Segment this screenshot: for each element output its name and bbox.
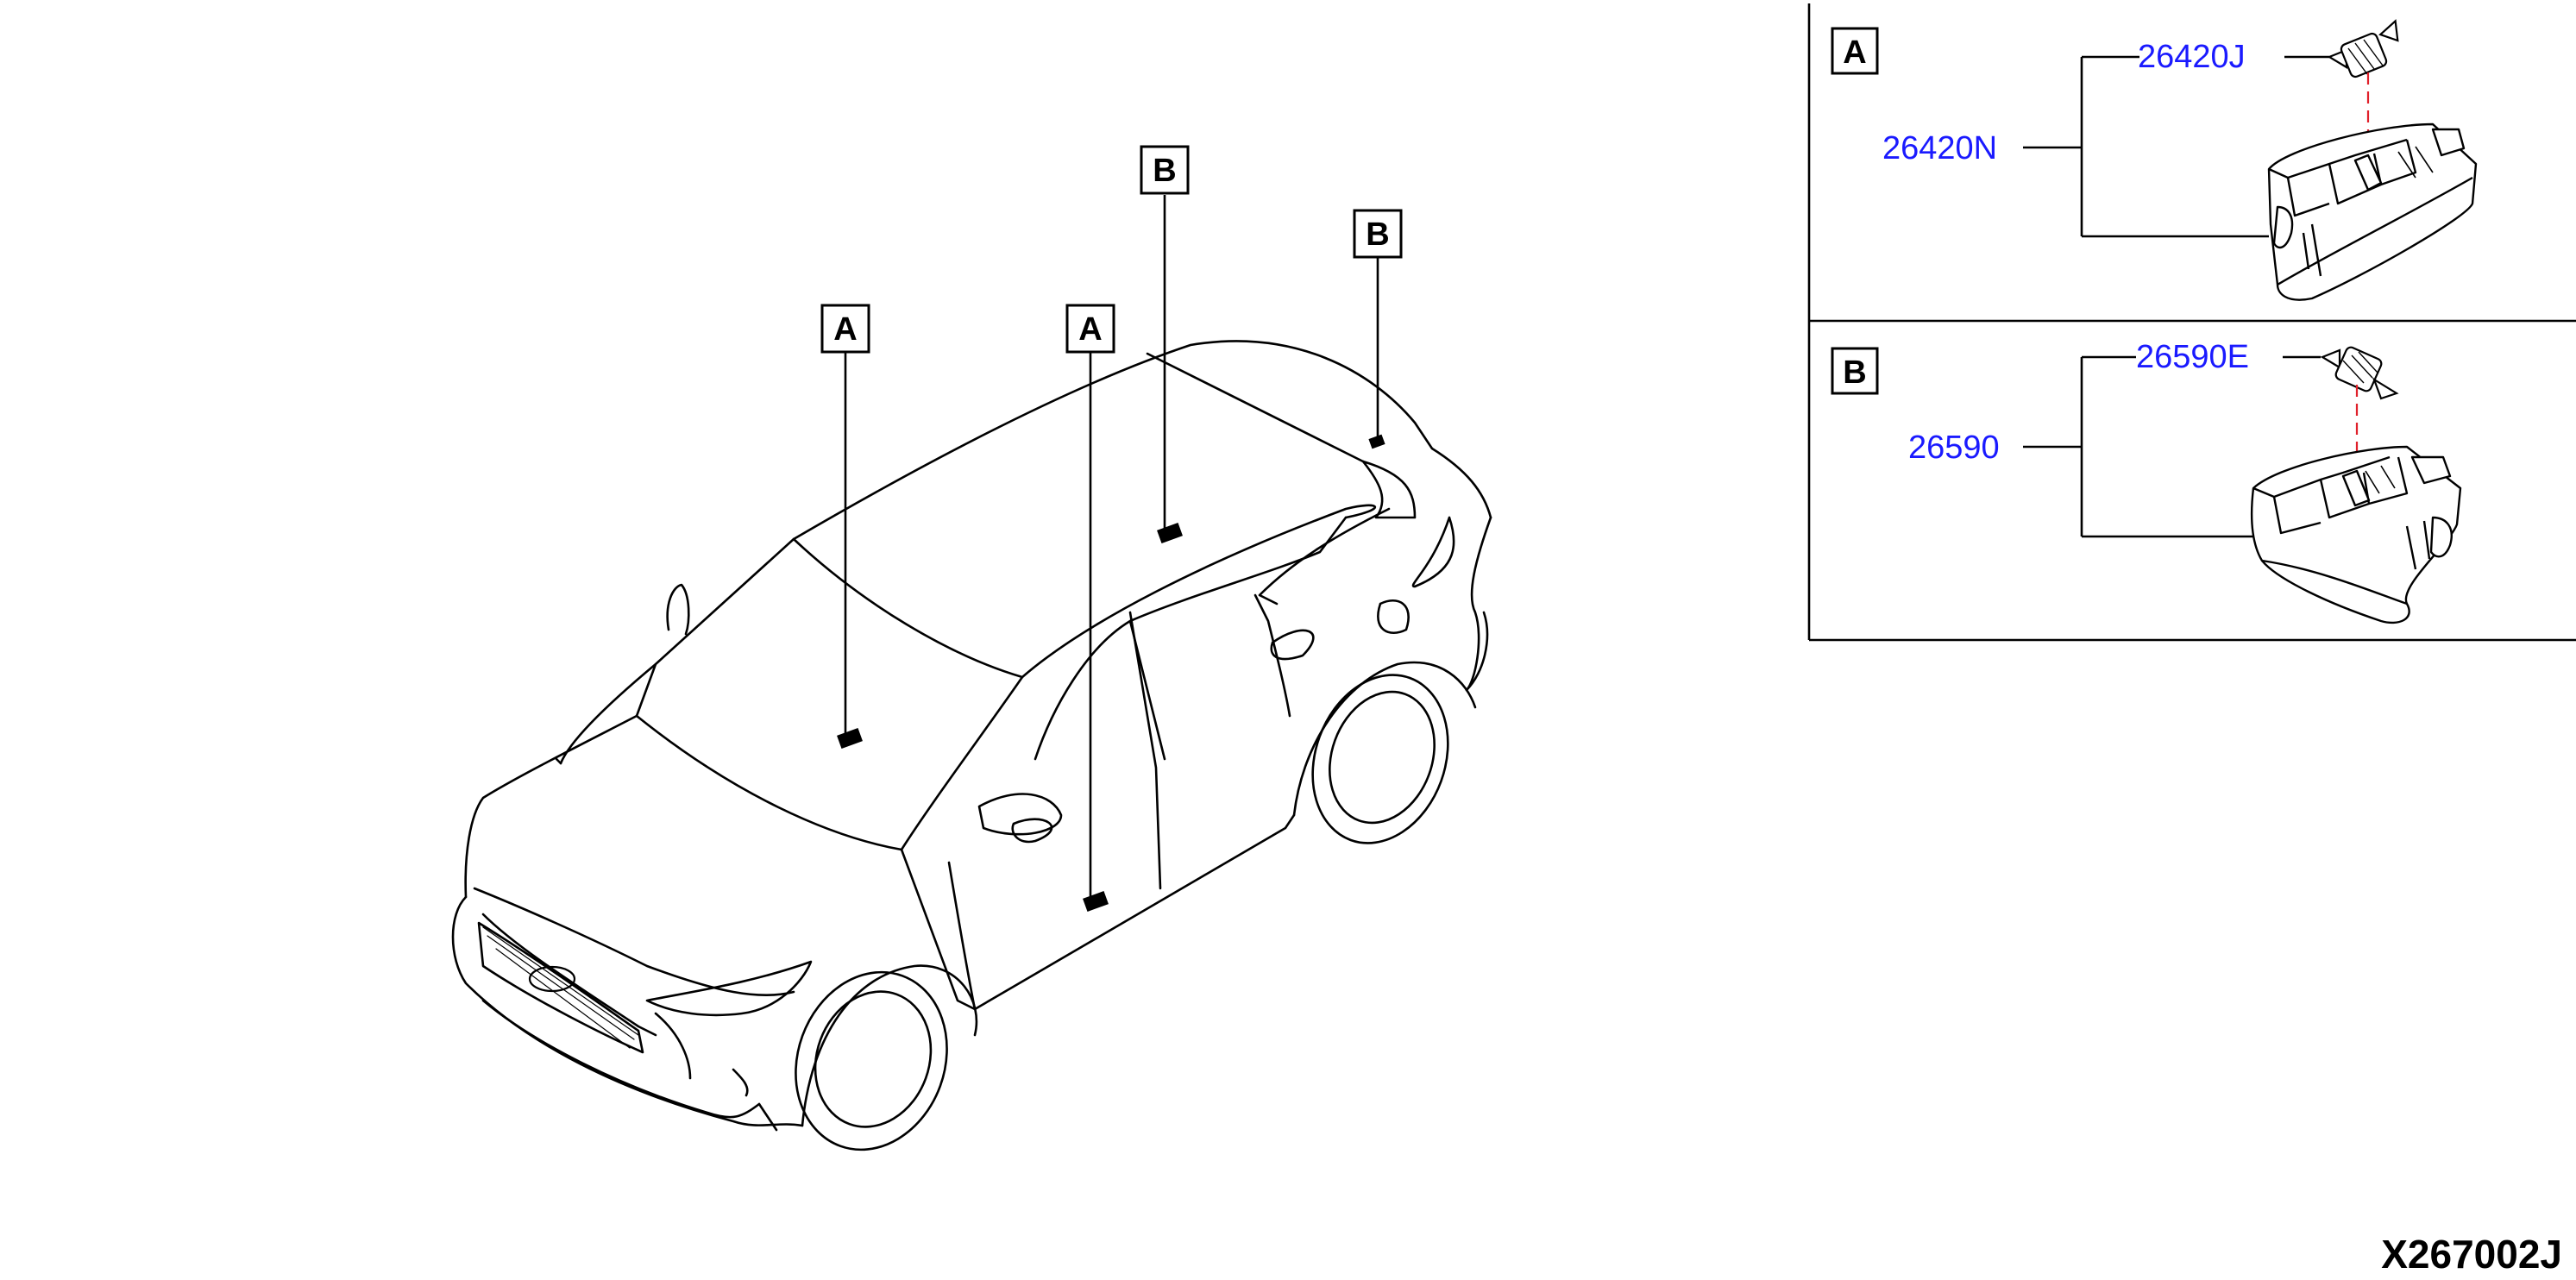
car-outline-icon: [451, 340, 1492, 1151]
map-lamp-housing-icon: [2267, 122, 2478, 301]
detail-panel-a: A 26420N 26420J: [1831, 19, 2478, 301]
callout-b-rear[interactable]: B: [1353, 209, 1403, 259]
detail-panel-b: B 26590 26590E: [1831, 339, 2462, 624]
panel-label: B: [1843, 355, 1866, 391]
detail-panel-frame: [1807, 3, 2576, 642]
callout-label: A: [833, 311, 857, 348]
bulb-part-number[interactable]: 26420J: [2138, 39, 2246, 75]
diagram-code: X267002J: [2381, 1232, 2562, 1277]
room-lamp-housing-icon: [2250, 445, 2462, 624]
festoon-bulb-icon: [2320, 346, 2399, 400]
panel-a-label-box: A: [1831, 27, 1879, 75]
assembly-part-number[interactable]: 26420N: [1882, 130, 1997, 166]
callout-label: B: [1153, 153, 1176, 189]
part-bracket: [2023, 355, 2321, 538]
callout-b-roof[interactable]: B: [1140, 145, 1190, 195]
callout-a-front[interactable]: A: [820, 304, 870, 354]
lamp-marker-icon: [837, 434, 1385, 912]
bulb-part-number[interactable]: 26590E: [2136, 339, 2249, 375]
panel-b-label-box: B: [1831, 347, 1879, 395]
part-bracket: [2023, 55, 2329, 238]
callout-label: A: [1078, 311, 1102, 348]
assembly-part-number[interactable]: 26590: [1908, 430, 2000, 466]
callout-a-door[interactable]: A: [1065, 304, 1115, 354]
panel-label: A: [1843, 35, 1866, 71]
festoon-bulb-icon: [2327, 19, 2399, 78]
callout-label: B: [1366, 216, 1389, 253]
